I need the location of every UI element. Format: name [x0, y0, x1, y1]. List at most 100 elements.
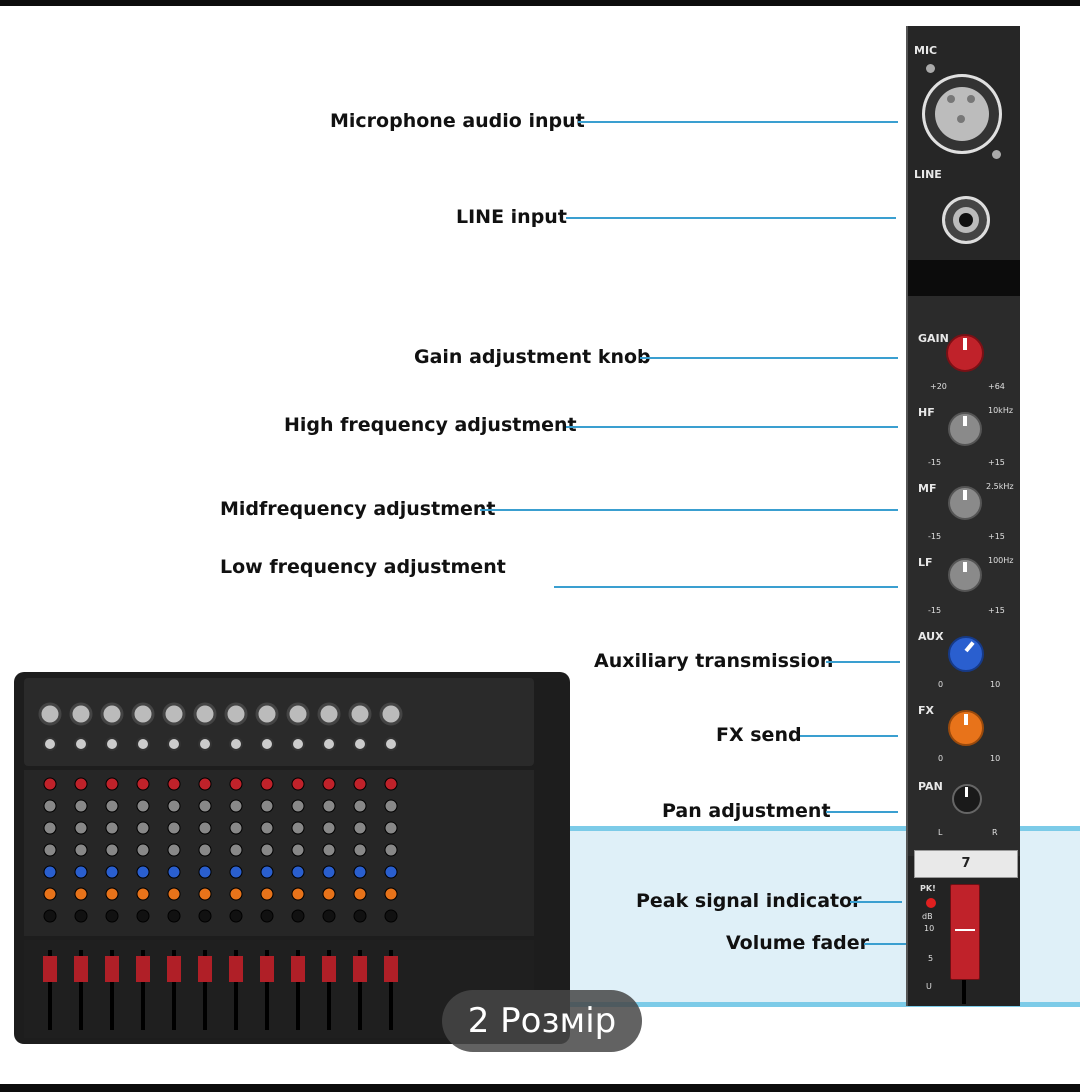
mixer-knob-icon — [136, 909, 150, 923]
mixer-knob-icon — [260, 799, 274, 813]
mixer-knob-icon — [74, 865, 88, 879]
mixer-fader-track — [358, 950, 362, 1030]
mixer-knob-icon — [167, 799, 181, 813]
mic-label: MIC — [914, 44, 938, 57]
pan-right-label: R — [992, 828, 998, 837]
mixer-knob-icon — [136, 799, 150, 813]
mixer-line-jack-icon — [322, 737, 336, 751]
mf-knob[interactable] — [948, 486, 982, 520]
mixer-knob-icon — [384, 821, 398, 835]
aux-max-label: 10 — [990, 680, 1001, 689]
mixer-fader-track — [203, 950, 207, 1030]
mixer-knob-icon — [136, 821, 150, 835]
mixer-xlr-jack-icon — [193, 702, 217, 726]
label-peak-signal-indicator: Peak signal indicator — [636, 890, 862, 912]
mixer-knob-icon — [136, 777, 150, 791]
mixer-knob-icon — [167, 777, 181, 791]
mixer-line-jack-icon — [198, 737, 212, 751]
mixer-knob-icon — [353, 909, 367, 923]
mf-label: MF — [918, 482, 937, 495]
label-volume-fader: Volume fader — [726, 932, 870, 954]
mixer-knob-icon — [136, 865, 150, 879]
hf-label: HF — [918, 406, 935, 419]
mixer-fader-cap-icon — [229, 956, 243, 982]
leader-line-line — [566, 217, 896, 219]
mixer-knob-icon — [229, 865, 243, 879]
mixer-knob-icon — [105, 909, 119, 923]
mixer-line-jack-icon — [384, 737, 398, 751]
mixer-console-image — [14, 672, 570, 1044]
mixer-fader-track — [234, 950, 238, 1030]
mixer-knob-icon — [105, 777, 119, 791]
leader-line-gain — [640, 357, 898, 359]
mixer-fader-track — [141, 950, 145, 1030]
mixer-knob-icon — [322, 799, 336, 813]
fx-knob[interactable] — [948, 710, 984, 746]
mixer-knob-icon — [167, 909, 181, 923]
volume-fader-cap[interactable] — [950, 884, 980, 980]
label-line-input: LINE input — [456, 206, 567, 228]
channel-number-plate: 7 — [914, 850, 1018, 878]
mixer-fader-cap-icon — [384, 956, 398, 982]
pan-left-label: L — [938, 828, 943, 837]
mixer-knob-icon — [322, 887, 336, 901]
fx-max-label: 10 — [990, 754, 1001, 763]
lf-knob[interactable] — [948, 558, 982, 592]
aux-knob[interactable] — [948, 636, 984, 672]
line-label: LINE — [914, 168, 942, 181]
mixer-knob-icon — [105, 821, 119, 835]
mixer-knob-icon — [105, 865, 119, 879]
mixer-fader-track — [327, 950, 331, 1030]
mixer-line-jack-icon — [229, 737, 243, 751]
mixer-fader-track — [265, 950, 269, 1030]
mixer-knob-icon — [43, 777, 57, 791]
mixer-knob-icon — [384, 799, 398, 813]
mixer-knob-icon — [260, 843, 274, 857]
mixer-console-illustration — [24, 678, 534, 1038]
mixer-knob-icon — [353, 865, 367, 879]
mixer-knob-icon — [74, 821, 88, 835]
leader-line-pan — [826, 811, 898, 813]
label-low-frequency-adjustment: Low frequency adjustment — [220, 556, 506, 578]
mixer-line-jack-icon — [167, 737, 181, 751]
mixer-knob-icon — [74, 799, 88, 813]
mixer-knob-icon — [229, 843, 243, 857]
aux-label: AUX — [918, 630, 944, 643]
line-jack[interactable] — [942, 196, 990, 244]
mixer-fader-cap-icon — [136, 956, 150, 982]
mixer-knob-icon — [198, 865, 212, 879]
mixer-fader-track — [172, 950, 176, 1030]
mixer-knob-icon — [198, 909, 212, 923]
mixer-xlr-jack-icon — [224, 702, 248, 726]
mixer-knob-icon — [291, 843, 305, 857]
mixer-fader-cap-icon — [353, 956, 367, 982]
leader-line-peak — [850, 901, 902, 903]
mixer-knob-icon — [136, 843, 150, 857]
scale-10-label: 10 — [924, 924, 935, 933]
gain-knob[interactable] — [946, 334, 984, 372]
strip-divider — [908, 260, 1020, 296]
mixer-knob-icon — [136, 887, 150, 901]
mixer-knob-icon — [322, 777, 336, 791]
label-auxiliary-transmission: Auxiliary transmission — [594, 650, 834, 672]
xlr-screw-bottom-icon — [992, 150, 1001, 159]
xlr-mic-jack[interactable] — [922, 74, 1002, 154]
mixer-fader-cap-icon — [105, 956, 119, 982]
mixer-knob-icon — [43, 843, 57, 857]
mixer-knob-icon — [260, 821, 274, 835]
mixer-knob-icon — [105, 843, 119, 857]
mixer-knob-icon — [198, 887, 212, 901]
hf-min-label: -15 — [928, 458, 942, 467]
mixer-knob-icon — [260, 887, 274, 901]
hf-knob[interactable] — [948, 412, 982, 446]
mixer-xlr-jack-icon — [38, 702, 62, 726]
mixer-xlr-jack-icon — [162, 702, 186, 726]
mixer-xlr-jack-icon — [286, 702, 310, 726]
band-bottom-line — [560, 1002, 1080, 1007]
size-caption-overlay[interactable]: 2 Розмір — [442, 990, 642, 1052]
pan-knob[interactable] — [952, 784, 982, 814]
mf-max-label: +15 — [988, 532, 1005, 541]
aux-min-label: 0 — [938, 680, 944, 689]
mixer-knob-icon — [229, 887, 243, 901]
mixer-knob-icon — [260, 865, 274, 879]
